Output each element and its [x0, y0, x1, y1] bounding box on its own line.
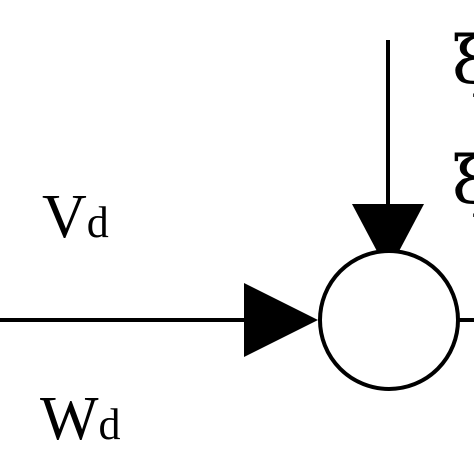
right-arrowhead — [244, 283, 318, 357]
label-v-sub: d — [86, 198, 109, 247]
label-v-main: V — [42, 183, 87, 251]
label-w-sub: d — [98, 400, 121, 449]
label-w-main: W — [40, 385, 99, 453]
cutoff-symbol-middle: ξ — [452, 142, 474, 219]
label-w-d: Wd — [40, 388, 121, 450]
down-arrowhead — [352, 204, 424, 272]
label-v-d: Vd — [42, 186, 109, 248]
summing-junction — [318, 249, 460, 391]
cutoff-symbol-top: ξ — [452, 22, 474, 99]
